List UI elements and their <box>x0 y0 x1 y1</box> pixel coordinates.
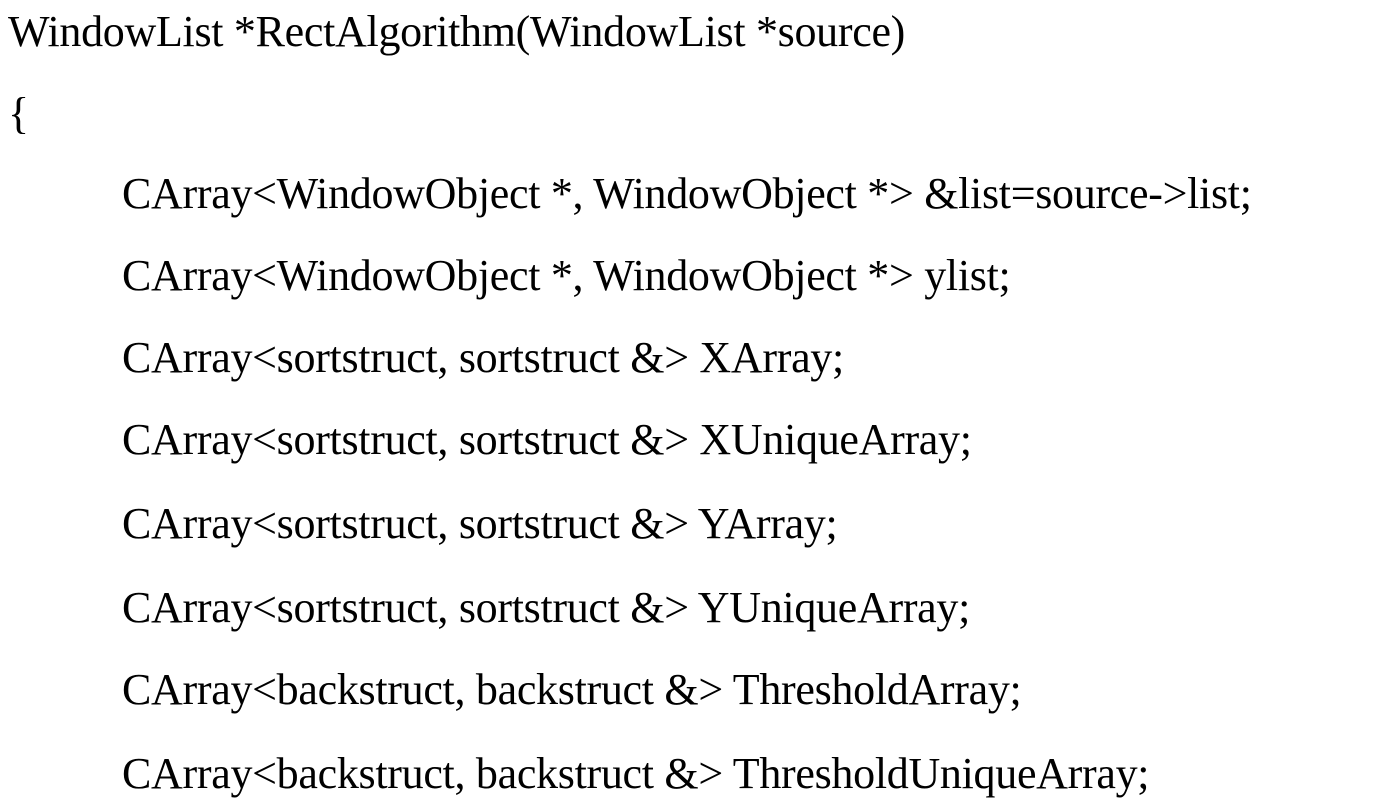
code-line: CArray<sortstruct, sortstruct &> XUnique… <box>122 412 972 468</box>
code-line: CArray<WindowObject *, WindowObject *> &… <box>122 166 1252 222</box>
code-line: CArray<WindowObject *, WindowObject *> y… <box>122 248 1010 304</box>
code-line: CArray<sortstruct, sortstruct &> XArray; <box>122 330 844 386</box>
open-brace: { <box>8 86 29 142</box>
code-line: CArray<sortstruct, sortstruct &> YArray; <box>122 496 837 552</box>
code-line: CArray<backstruct, backstruct &> Thresho… <box>122 662 1021 718</box>
code-line: CArray<sortstruct, sortstruct &> YUnique… <box>122 580 970 636</box>
code-line: CArray<backstruct, backstruct &> Thresho… <box>122 746 1149 802</box>
function-signature: WindowList *RectAlgorithm(WindowList *so… <box>8 4 905 60</box>
